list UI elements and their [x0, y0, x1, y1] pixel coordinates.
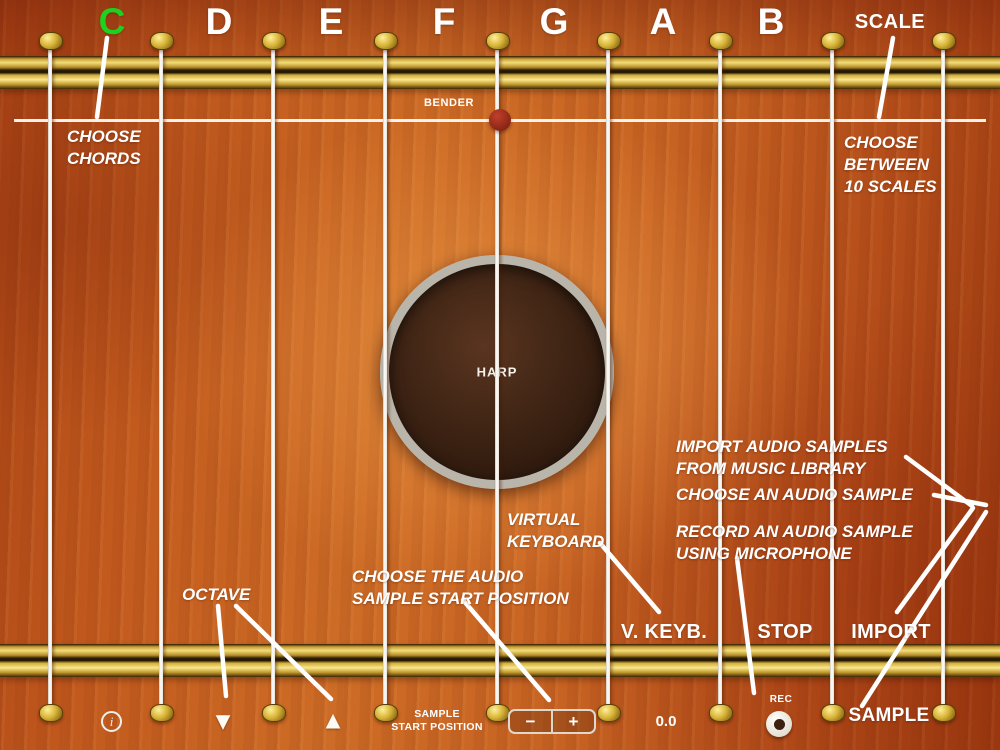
tuning-peg	[932, 32, 956, 50]
chord-button-g[interactable]: G	[539, 1, 569, 42]
chord-button-a[interactable]: A	[649, 1, 677, 42]
info-icon: i	[109, 713, 114, 729]
tuning-peg	[486, 32, 510, 50]
chord-button-c[interactable]: C	[98, 1, 126, 42]
annotation-choose-scales: CHOOSE BETWEEN 10 SCALES	[844, 133, 937, 196]
tuning-peg	[709, 32, 733, 50]
chord-button-b[interactable]: B	[757, 1, 785, 42]
record-dot-icon	[773, 718, 785, 730]
tuning-peg	[821, 704, 845, 722]
sample-start-position-label: SAMPLE START POSITION	[391, 708, 483, 733]
bender-label: BENDER	[424, 97, 475, 109]
chord-button-e[interactable]: E	[318, 1, 344, 42]
import-button[interactable]: IMPORT	[851, 621, 931, 643]
sample-start-value: 0.0	[655, 713, 677, 730]
annotation-record-sample: RECORD AN AUDIO SAMPLE USING MICROPHONE	[676, 522, 913, 563]
tuning-peg	[39, 704, 63, 722]
tuning-peg	[262, 32, 286, 50]
chord-button-d[interactable]: D	[205, 1, 233, 42]
sample-start-stepper: − +	[508, 709, 596, 734]
tuning-peg	[932, 704, 956, 722]
annotation-sample-start: CHOOSE THE AUDIO SAMPLE START POSITION	[352, 567, 569, 608]
harp-string[interactable]	[941, 40, 945, 716]
harp-string[interactable]	[495, 40, 499, 716]
harp-string[interactable]	[830, 40, 834, 716]
scale-button[interactable]: SCALE	[854, 11, 926, 33]
gold-bar-top	[0, 56, 1000, 89]
tuning-peg	[597, 704, 621, 722]
tuning-peg	[821, 32, 845, 50]
rec-label: REC	[769, 694, 793, 705]
annotation-choose-sample: CHOOSE AN AUDIO SAMPLE	[676, 485, 913, 504]
info-button[interactable]: i	[101, 711, 122, 732]
tuning-peg	[709, 704, 733, 722]
stepper-minus-button[interactable]: −	[510, 711, 553, 732]
tuning-peg	[150, 704, 174, 722]
harp-string[interactable]	[383, 40, 387, 716]
record-button[interactable]	[766, 711, 792, 737]
stepper-plus-button[interactable]: +	[568, 711, 579, 731]
harp-string[interactable]	[271, 40, 275, 716]
tuning-peg	[262, 704, 286, 722]
harp-string[interactable]	[159, 40, 163, 716]
tuning-peg	[39, 32, 63, 50]
annotation-virtual-keyboard: VIRTUAL KEYBOARD	[507, 510, 605, 551]
harp-string[interactable]	[606, 40, 610, 716]
bender-handle[interactable]	[489, 109, 511, 131]
octave-up-button[interactable]: ▲	[320, 706, 346, 735]
tuning-peg	[150, 32, 174, 50]
annotation-octave: OCTAVE	[182, 585, 251, 604]
tuning-peg	[597, 32, 621, 50]
octave-down-button[interactable]: ▼	[210, 707, 236, 736]
stop-button[interactable]: STOP	[757, 621, 813, 643]
tuning-peg	[486, 704, 510, 722]
tuning-peg	[374, 32, 398, 50]
tuning-peg	[374, 704, 398, 722]
sample-button[interactable]: SAMPLE	[848, 705, 930, 726]
harp-string[interactable]	[718, 40, 722, 716]
harp-string[interactable]	[48, 40, 52, 716]
annotation-choose-chords: CHOOSE CHORDS	[67, 127, 141, 168]
gold-bar-bottom	[0, 644, 1000, 677]
chord-button-f[interactable]: F	[432, 1, 456, 42]
virtual-keyboard-button[interactable]: V. KEYB.	[620, 621, 708, 643]
annotation-import-samples: IMPORT AUDIO SAMPLES FROM MUSIC LIBRARY	[676, 437, 888, 478]
